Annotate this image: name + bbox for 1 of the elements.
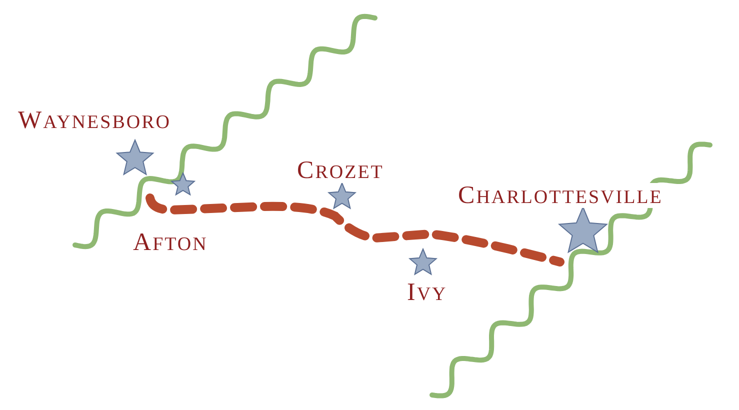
town-label: CHARLOTTESVILLE	[458, 183, 663, 208]
